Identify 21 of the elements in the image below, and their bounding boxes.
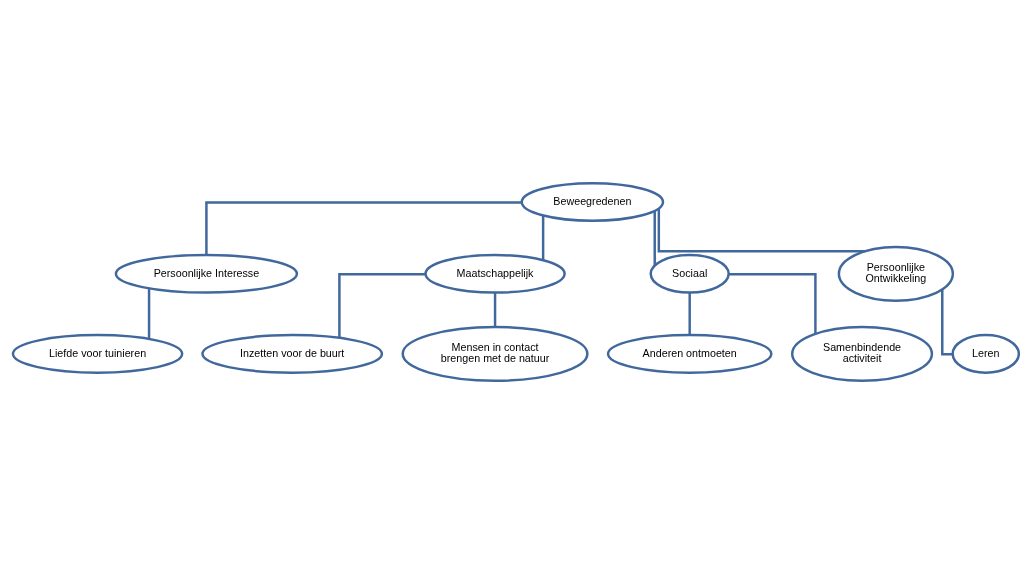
node-ellipse: Maatschappelijk: [424, 253, 566, 294]
node-ellipse: Persoonlijke Interesse: [114, 253, 299, 294]
connector: [493, 292, 497, 327]
node-ellipse: Sociaal: [649, 253, 730, 294]
connector: [688, 292, 691, 336]
node-ellipse: Inzetten voor de buurt: [201, 333, 384, 374]
node-ellipse: Samenbindende activiteit: [790, 325, 934, 382]
connector: [205, 201, 522, 256]
connector: [147, 288, 151, 339]
connector: [338, 273, 426, 338]
connector: [653, 210, 656, 266]
connector: [941, 289, 953, 356]
node-ellipse: Liefde voor tuinieren: [11, 333, 184, 374]
node-ellipse: Leren: [951, 333, 1021, 374]
node-ellipse: Beweegredenen: [520, 181, 665, 222]
connector: [657, 208, 866, 253]
node-ellipse: Persoonlijke Ontwikkeling: [837, 245, 955, 302]
connector: [541, 215, 545, 261]
node-ellipse: Mensen in contact brengen met de natuur: [401, 325, 589, 382]
node-ellipse: Anderen ontmoeten: [606, 333, 773, 374]
connector: [728, 273, 817, 334]
